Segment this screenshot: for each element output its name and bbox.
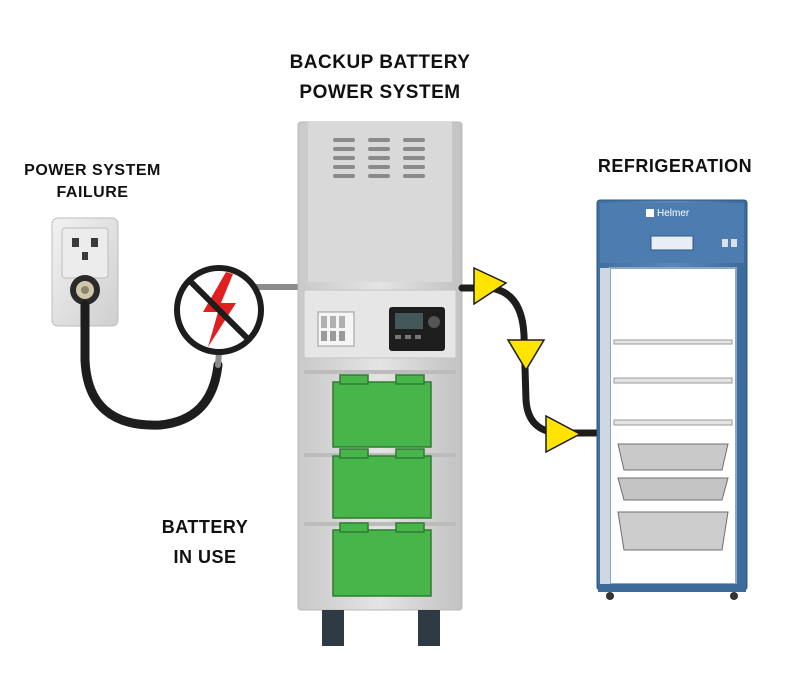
failure-line-1: POWER SYSTEM [24, 162, 161, 179]
failure-label: POWER SYSTEM FAILURE [0, 160, 185, 204]
arrow-icon-3 [545, 414, 582, 454]
no-power-icon [174, 265, 264, 355]
svg-text:Helmer: Helmer [657, 208, 690, 219]
brand-logo: Helmer [646, 208, 690, 219]
wall-outlet-icon [51, 217, 119, 327]
vent-grille [333, 138, 425, 178]
battery-label: BATTERY IN USE [130, 512, 280, 572]
battery-line-1: BATTERY [161, 517, 249, 537]
refrigerator: Helmer [596, 199, 748, 600]
drawers [617, 443, 729, 551]
battery-line-2: IN USE [173, 547, 237, 567]
title-line-1: BACKUP BATTERY [289, 52, 471, 73]
failure-line-2: FAILURE [56, 184, 129, 201]
power-cord-black [80, 300, 223, 430]
arrow-icon-2 [506, 339, 546, 372]
shelves [613, 339, 733, 426]
display-controller [389, 307, 445, 351]
title-line-2: POWER SYSTEM [299, 82, 461, 103]
battery-pack-1 [332, 374, 432, 448]
cabinet-foot-right [418, 610, 440, 646]
system-title: BACKUP BATTERY POWER SYSTEM [245, 48, 515, 108]
battery-pack-3 [332, 522, 432, 597]
arrow-icon-1 [473, 266, 508, 306]
breaker-switches [317, 311, 355, 347]
refrigeration-label: REFRIGERATION [570, 155, 780, 177]
cabinet-foot-left [322, 610, 344, 646]
refrigeration-text: REFRIGERATION [597, 156, 753, 176]
battery-pack-2 [332, 448, 432, 519]
